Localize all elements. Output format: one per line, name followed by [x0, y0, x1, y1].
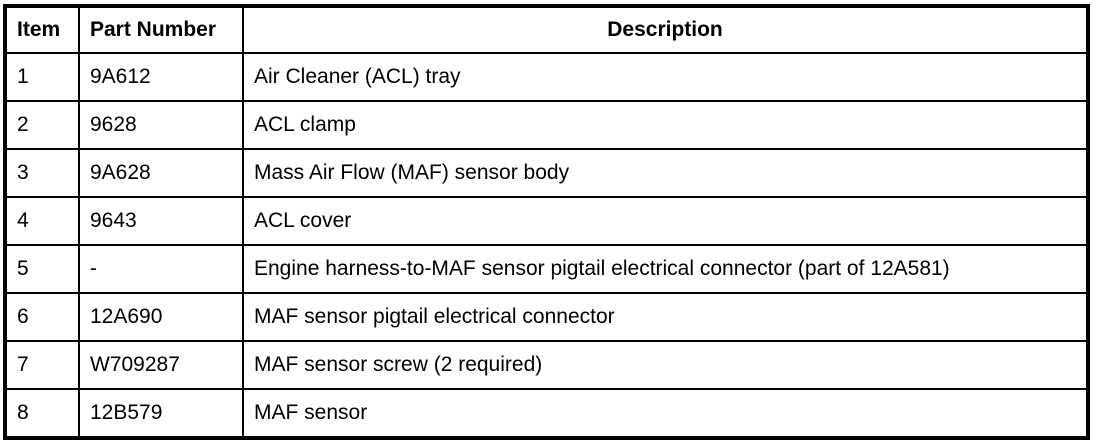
table-row: 7 W709287 MAF sensor screw (2 required)	[4, 340, 1089, 390]
item-cell: 4	[4, 196, 80, 246]
part-number-cell: W709287	[78, 340, 244, 390]
column-header-part-number: Part Number	[78, 5, 244, 54]
table-row: 6 12A690 MAF sensor pigtail electrical c…	[4, 292, 1089, 342]
description-cell: MAF sensor	[242, 388, 1089, 439]
part-number-cell: -	[78, 244, 244, 294]
column-header-item: Item	[4, 5, 80, 54]
part-number-cell: 9628	[78, 100, 244, 150]
part-number-cell: 12B579	[78, 388, 244, 439]
table-row: 5 - Engine harness-to-MAF sensor pigtail…	[4, 244, 1089, 294]
table-body: 1 9A612 Air Cleaner (ACL) tray 2 9628 AC…	[4, 52, 1089, 439]
table-row: 2 9628 ACL clamp	[4, 100, 1089, 150]
part-number-cell: 9A612	[78, 52, 244, 102]
description-cell: MAF sensor pigtail electrical connector	[242, 292, 1089, 342]
table-row: 1 9A612 Air Cleaner (ACL) tray	[4, 52, 1089, 102]
description-cell: Air Cleaner (ACL) tray	[242, 52, 1089, 102]
item-cell: 6	[4, 292, 80, 342]
description-cell: MAF sensor screw (2 required)	[242, 340, 1089, 390]
description-cell: Mass Air Flow (MAF) sensor body	[242, 148, 1089, 198]
column-header-description: Description	[242, 5, 1089, 54]
parts-table: Item Part Number Description 1 9A612 Air…	[3, 4, 1090, 440]
description-cell: ACL cover	[242, 196, 1089, 246]
description-cell: Engine harness-to-MAF sensor pigtail ele…	[242, 244, 1089, 294]
description-cell: ACL clamp	[242, 100, 1089, 150]
item-cell: 7	[4, 340, 80, 390]
table-row: 4 9643 ACL cover	[4, 196, 1089, 246]
item-cell: 3	[4, 148, 80, 198]
table-row: 3 9A628 Mass Air Flow (MAF) sensor body	[4, 148, 1089, 198]
parts-list-page: Item Part Number Description 1 9A612 Air…	[0, 4, 1120, 440]
item-cell: 2	[4, 100, 80, 150]
part-number-cell: 9A628	[78, 148, 244, 198]
item-cell: 5	[4, 244, 80, 294]
item-cell: 8	[4, 388, 80, 439]
item-cell: 1	[4, 52, 80, 102]
part-number-cell: 9643	[78, 196, 244, 246]
part-number-cell: 12A690	[78, 292, 244, 342]
table-row: 8 12B579 MAF sensor	[4, 388, 1089, 439]
table-header-row: Item Part Number Description	[4, 5, 1089, 54]
